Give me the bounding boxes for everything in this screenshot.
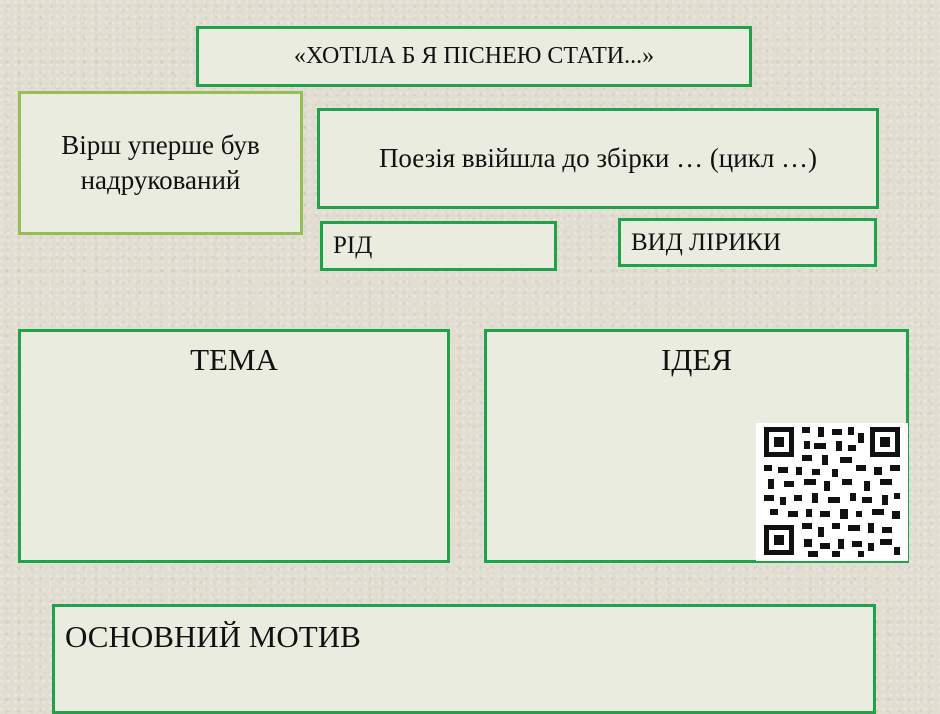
theme-label: ТЕМА: [190, 342, 278, 377]
collection-label: Поезія ввійшла до збірки … (цикл …): [378, 143, 818, 174]
qr-code-icon[interactable]: [756, 423, 908, 561]
lyric-type-label: ВИД ЛІРИКИ: [631, 228, 781, 256]
title-box: «ХОТІЛА Б Я ПІСНЕЮ СТАТИ...»: [196, 26, 752, 87]
collection-box: Поезія ввійшла до збірки … (цикл …): [317, 108, 879, 209]
poem-title: «ХОТІЛА Б Я ПІСНЕЮ СТАТИ...»: [293, 43, 655, 69]
theme-box: ТЕМА: [18, 329, 450, 563]
first-print-box: Вірш уперше був надрукований: [18, 91, 303, 235]
literary-kind-label: РІД: [333, 232, 373, 259]
main-motif-box: ОСНОВНИЙ МОТИВ: [52, 604, 876, 714]
first-print-label: Вірш уперше був надрукований: [61, 129, 260, 195]
literary-kind-box: РІД: [320, 221, 557, 271]
main-motif-label: ОСНОВНИЙ МОТИВ: [65, 619, 361, 654]
lyric-type-box: ВИД ЛІРИКИ: [618, 218, 877, 267]
idea-label: ІДЕЯ: [660, 342, 733, 377]
